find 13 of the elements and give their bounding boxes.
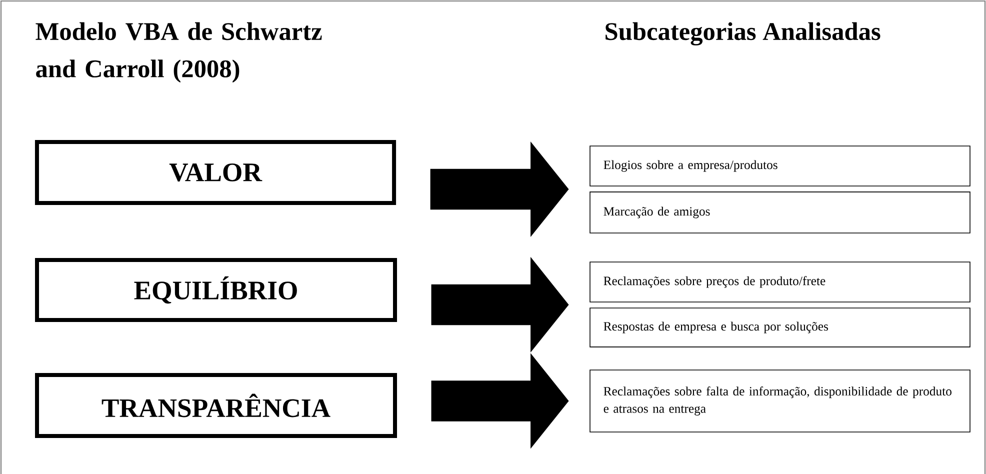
category-box: VALOR [34,140,396,206]
block-arrow [431,256,569,353]
category-box: EQUILÍBRIO [35,258,397,322]
subcategory-box: Elogios sobre a empresa/produtos [590,146,970,186]
category-box: TRANSPARÊNCIA [35,372,397,438]
column-heading: Subcategorias Analisadas [606,22,880,46]
subcategory-box: Reclamações sobre falta de informação, disponibilidade de produto e atrasos na entrega [590,370,970,432]
block-arrow [431,353,569,449]
subcategory-box: Reclamações sobre preços de produto/frete [590,262,970,302]
block-arrow [430,141,569,238]
subcategory-box: Respostas de empresa e busca por soluções [590,308,970,348]
column-heading: Modelo VBA de Schwartz and Carroll (2008) [36,22,322,83]
subcategory-box: Marcação de amigos [590,192,970,234]
